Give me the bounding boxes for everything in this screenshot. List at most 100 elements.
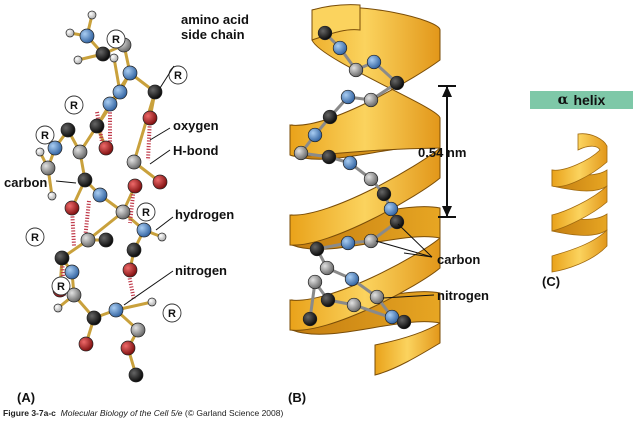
r-group-label: R [31, 232, 39, 244]
r-group: R [64, 95, 84, 115]
figure-caption: Figure 3-7a-c Molecular Biology of the C… [3, 408, 283, 418]
r-group: R [106, 29, 126, 49]
alpha-carbon-atom [307, 274, 323, 290]
carbon-atom [60, 122, 76, 138]
r-group-label: R [174, 70, 182, 82]
alpha-carbon-atom [130, 322, 146, 338]
pitch-dimension-marker [438, 85, 456, 218]
r-group-label: R [168, 308, 176, 320]
hydrogen-atom [53, 303, 63, 313]
alpha-helix-tag: α helix [530, 91, 633, 109]
alpha-carbon-atom [348, 62, 364, 78]
carbon-atom [128, 367, 144, 383]
hydrogen-atom [65, 28, 75, 38]
nitrogen-atom [47, 140, 63, 156]
amino-acid-side-chain-label: amino acid side chain [181, 12, 249, 42]
nitrogen-atom [342, 155, 358, 171]
nitrogen-atom [102, 96, 118, 112]
nitrogen-atom [92, 187, 108, 203]
r-group: R [35, 125, 55, 145]
oxygen-atom [152, 174, 168, 190]
r-group-label: R [112, 34, 120, 46]
covalent-bond [132, 90, 157, 164]
carbon-atom [322, 109, 338, 125]
nitrogen-atom [332, 40, 348, 56]
r-group-label: R [70, 100, 78, 112]
hydrogen-bond [126, 269, 136, 301]
nitrogen-atom [108, 302, 124, 318]
alpha-carbon-atom [363, 233, 379, 249]
oxygen-atom [98, 140, 114, 156]
carbon-atom [309, 241, 325, 257]
caption-copyright: (© Garland Science 2008) [184, 408, 284, 418]
ball-and-stick-model: R R R R R R R R [25, 10, 188, 383]
hydrogen-atom [35, 147, 45, 157]
carbon-label-a: carbon [4, 175, 48, 190]
r-group-label: R [142, 207, 150, 219]
alpha-carbon-atom [346, 297, 362, 313]
r-group: R [51, 276, 71, 296]
r-group: R [162, 303, 182, 323]
alpha-carbon-atom [66, 287, 82, 303]
carbon-atom [86, 310, 102, 326]
carbon-atom [389, 75, 405, 91]
hydrogen-atom [73, 55, 83, 65]
oxygen-label: oxygen [173, 118, 219, 133]
caption-figure-number: Figure 3-7a-c [3, 408, 56, 418]
oxygen-atom [120, 340, 136, 356]
oxygen-atom [127, 178, 143, 194]
nitrogen-atom [366, 54, 382, 70]
alpha-carbon-atom [72, 144, 88, 160]
panel-b-label: (B) [288, 390, 307, 405]
hydrogen-atom [147, 297, 157, 307]
oxygen-atom [64, 200, 80, 216]
nitrogen-atom [307, 127, 323, 143]
oxygen-atom [142, 110, 158, 126]
alpha-carbon-atom [80, 232, 96, 248]
nitrogen-atom [79, 28, 95, 44]
hydrogen-label: hydrogen [175, 207, 235, 222]
carbon-atom [317, 25, 333, 41]
side-chain-label-line1: amino acid [181, 12, 249, 27]
caption-book-title: Molecular Biology of the Cell 5/e [60, 408, 183, 418]
r-group-label: R [41, 130, 49, 142]
nitrogen-label-a: nitrogen [175, 263, 227, 278]
hydrogen-bond [95, 111, 105, 149]
label-pointer-lines [375, 223, 435, 299]
hydrogen-atom [87, 10, 97, 20]
side-chain-label-line2: side chain [181, 27, 245, 42]
nitrogen-atom [136, 222, 152, 238]
alpha-carbon-atom [126, 154, 142, 170]
nitrogen-atom [383, 201, 399, 217]
helix-word: helix [573, 92, 606, 108]
alpha-carbon-atom [363, 171, 379, 187]
carbon-atom [54, 250, 70, 266]
oxygen-atom [78, 336, 94, 352]
alpha-carbon-atom [319, 260, 335, 276]
ribbon-with-atoms-model [289, 4, 456, 376]
alpha-carbon-atom [115, 204, 131, 220]
r-group: R [136, 202, 156, 222]
oxygen-atom [122, 262, 138, 278]
nitrogen-atom [64, 264, 80, 280]
carbon-atom [77, 172, 93, 188]
carbon-atom [95, 46, 111, 62]
hydrogen-atom [109, 53, 119, 63]
carbon-atom [126, 242, 142, 258]
carbon-atom [98, 232, 114, 248]
carbon-atom [147, 84, 163, 100]
pitch-label: 0.54 nm [418, 145, 467, 160]
nitrogen-atom [340, 235, 356, 251]
carbon-atom [320, 292, 336, 308]
alpha-carbon-atom [363, 92, 379, 108]
carbon-atom [302, 311, 318, 327]
alpha-carbon-atom [293, 145, 309, 161]
r-group-label: R [57, 281, 65, 293]
ribbon-helix-model [551, 133, 608, 273]
covalent-bond [86, 210, 125, 242]
carbon-atom [321, 149, 337, 165]
label-pointer-lines [55, 65, 175, 306]
h-bond-label: H-bond [173, 143, 219, 158]
nitrogen-label-b: nitrogen [437, 288, 489, 303]
